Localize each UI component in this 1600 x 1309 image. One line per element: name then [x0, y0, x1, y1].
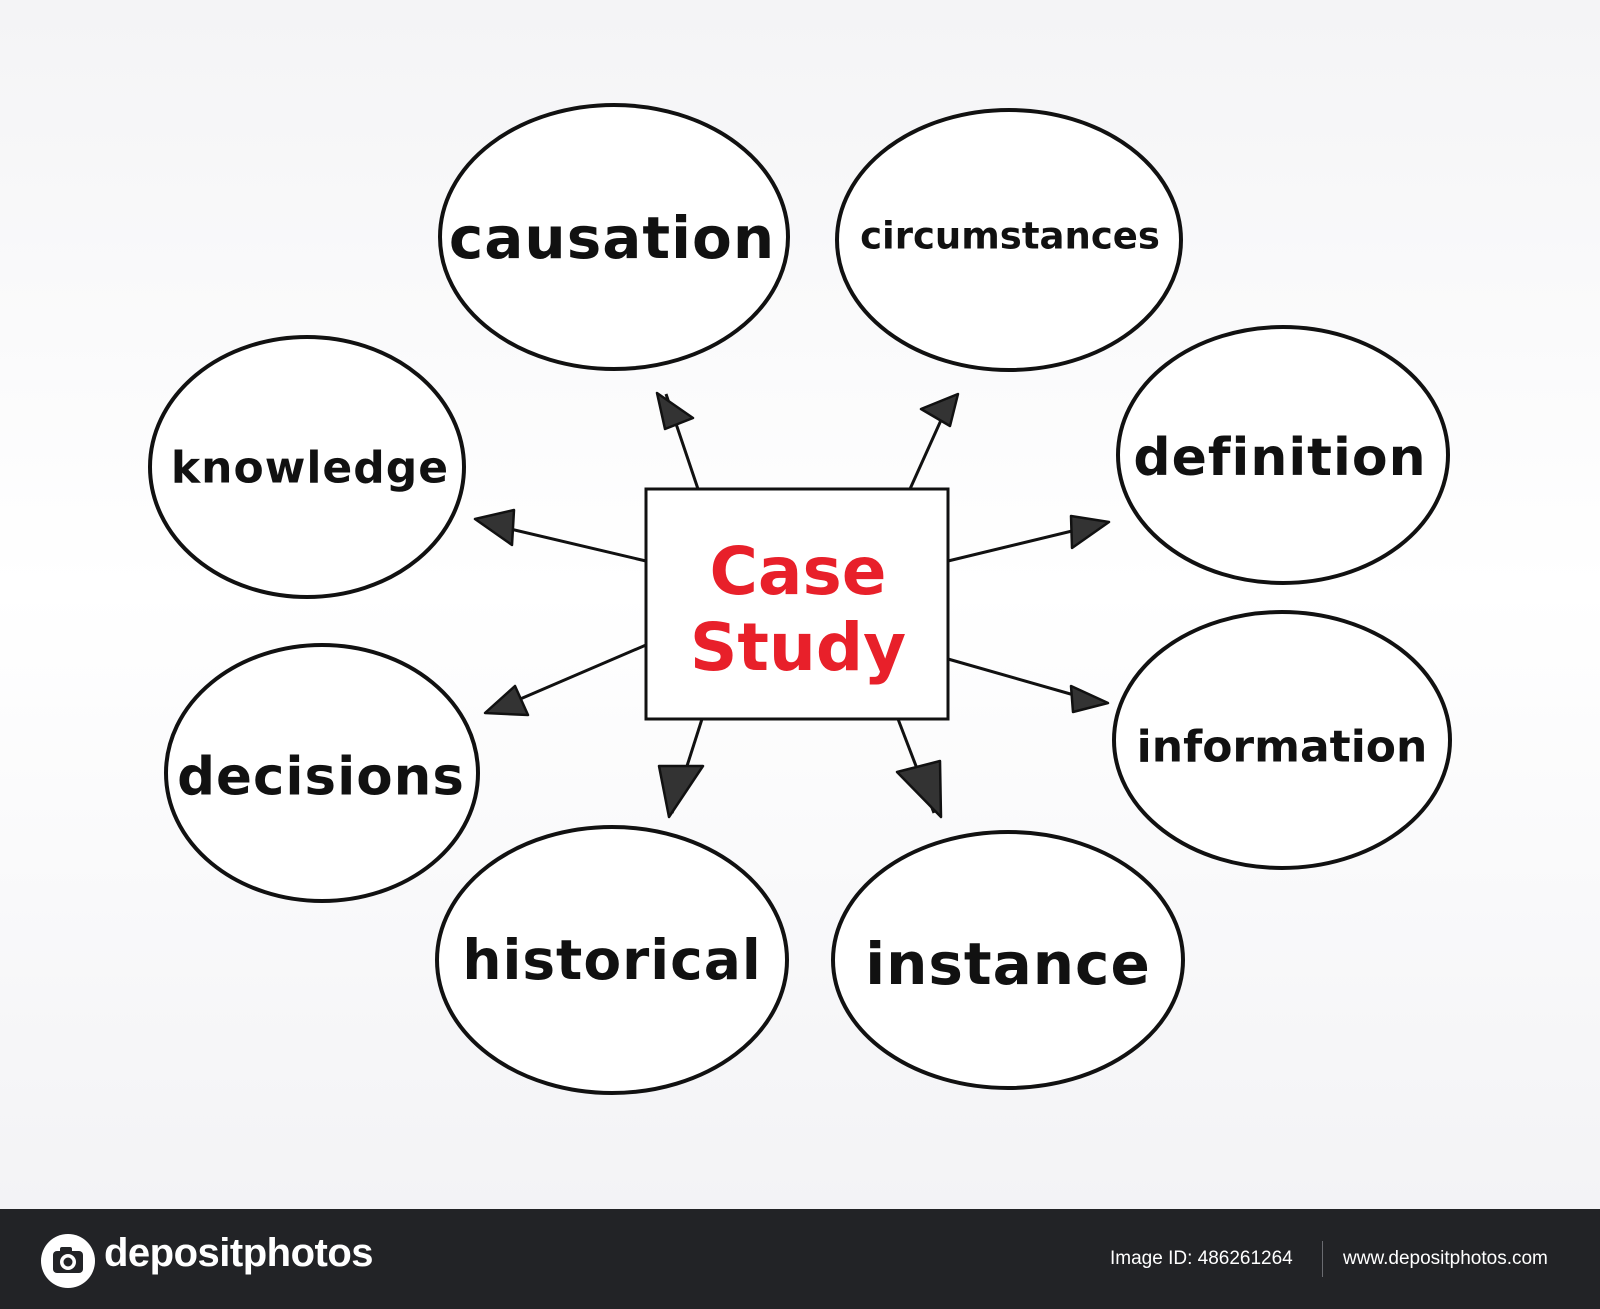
center-box: [644, 487, 950, 721]
arrow-icon: [919, 392, 960, 428]
footer-divider: [1322, 1241, 1323, 1277]
mind-map-diagram: causation circumstances knowledge defini…: [148, 103, 1452, 1095]
node-label-decisions: decisions: [177, 746, 465, 808]
node-bubble-decisions: [164, 643, 480, 903]
brand-name[interactable]: depositphotos: [104, 1231, 374, 1275]
node-bubble-circumstances: [835, 108, 1183, 372]
arrow-icon: [657, 764, 705, 819]
node-label-knowledge: knowledge: [170, 442, 450, 494]
site-url-link[interactable]: www.depositphotos.com: [1343, 1248, 1548, 1269]
node-label-causation: causation: [448, 204, 776, 272]
image-id-label: Image ID: 486261264: [1110, 1248, 1293, 1269]
node-label-instance: instance: [865, 930, 1151, 998]
arrowheads: [473, 391, 1111, 819]
node-bubble-information: [1112, 610, 1452, 870]
depositphotos-logo-icon: [41, 1234, 95, 1288]
arrow-icon: [483, 684, 530, 717]
node-bubble-causation: [438, 103, 790, 371]
node-bubble-definition: [1116, 325, 1450, 585]
arrow-icon: [473, 508, 516, 547]
node-label-circumstances: circumstances: [860, 214, 1160, 258]
center-title-line2: Study: [689, 609, 907, 686]
arrow-icon: [895, 759, 943, 819]
node-bubble-historical: [435, 825, 789, 1095]
node-label-historical: historical: [462, 928, 762, 992]
arrow-icon: [1069, 514, 1111, 550]
arrow-icon: [655, 391, 695, 431]
center-title: Case Study: [690, 534, 906, 686]
footer-bar: depositphotos Image ID: 486261264 www.de…: [0, 1209, 1600, 1309]
mind-map-canvas: [148, 103, 1452, 1095]
node-label-information: information: [1136, 721, 1428, 773]
center-title-line1: Case: [709, 533, 887, 610]
node-label-definition: definition: [1133, 428, 1427, 488]
node-bubble-knowledge: [148, 335, 466, 599]
arrow-line-knowledge: [488, 522, 647, 563]
arrow-icon: [1069, 684, 1110, 714]
node-bubble-instance: [831, 830, 1185, 1090]
